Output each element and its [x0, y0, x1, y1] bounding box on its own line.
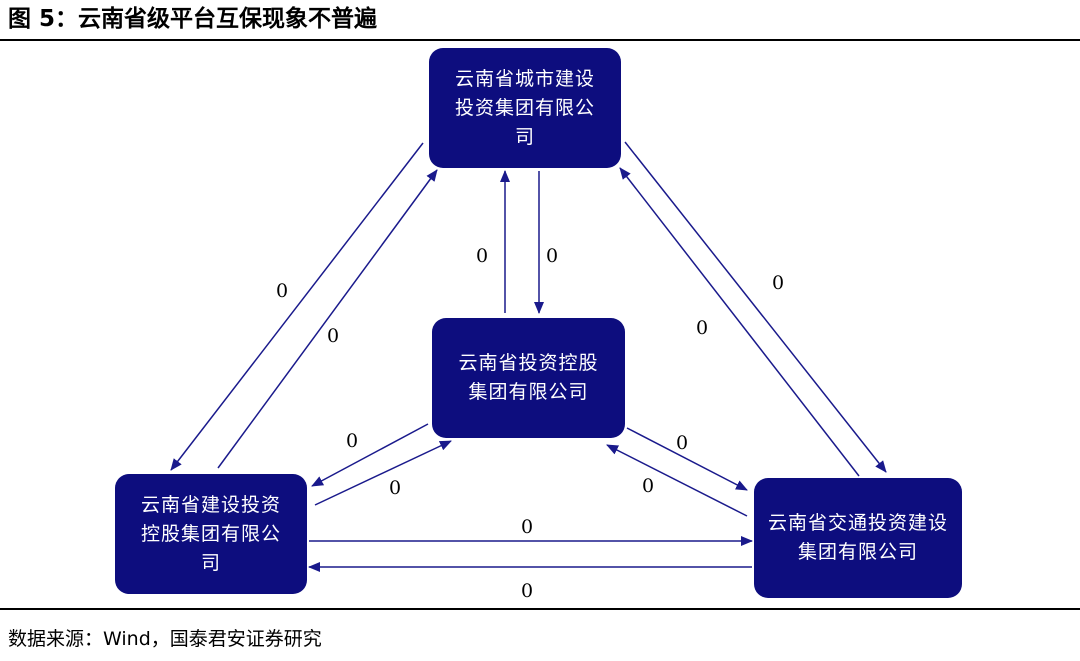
arrow-holding-to-construction: [311, 423, 429, 487]
node-construction-investment: 云南省建设投资控股集团有限公司: [115, 474, 307, 594]
edge-label-holding-to-construction: 0: [346, 430, 358, 452]
node-investment-holding: 云南省投资控股集团有限公司: [432, 318, 625, 438]
edge-label-holding-to-transport: 0: [676, 432, 688, 454]
arrow-transport-to-city: [619, 167, 860, 477]
arrow-transport-to-holding: [606, 444, 748, 517]
edge-label-city-to-transport: 0: [772, 272, 784, 294]
top-rule: [0, 39, 1080, 41]
bottom-rule: [0, 608, 1080, 610]
edge-label-transport-to-city: 0: [696, 317, 708, 339]
arrow-city-to-construction: [170, 142, 424, 471]
node-city-investment-label: 云南省城市建设投资集团有限公司: [454, 67, 595, 148]
node-construction-investment-label: 云南省建设投资控股集团有限公司: [140, 493, 281, 574]
edge-label-construction-to-transport: 0: [521, 516, 533, 538]
edge-label-construction-to-holding: 0: [389, 477, 401, 499]
node-investment-holding-label: 云南省投资控股集团有限公司: [458, 352, 599, 403]
node-transport-investment: 云南省交通投资建设集团有限公司: [754, 478, 962, 598]
edge-label-transport-to-construction: 0: [521, 580, 533, 602]
arrow-holding-to-transport: [626, 427, 748, 491]
edge-label-construction-to-city: 0: [327, 325, 339, 347]
source-note: 数据来源：Wind，国泰君安证券研究: [8, 628, 322, 650]
edge-label-transport-to-holding: 0: [642, 475, 654, 497]
arrow-construction-to-city: [217, 169, 438, 469]
arrow-city-to-transport: [624, 141, 887, 473]
node-transport-investment-label: 云南省交通投资建设集团有限公司: [768, 512, 949, 563]
edge-label-holding-to-city: 0: [476, 245, 488, 267]
node-city-investment: 云南省城市建设投资集团有限公司: [429, 48, 621, 168]
edge-label-city-to-construction: 0: [276, 280, 288, 302]
edge-label-city-to-holding: 0: [546, 245, 558, 267]
arrow-construction-to-holding: [314, 440, 452, 506]
figure-title: 图 5：云南省级平台互保现象不普遍: [8, 6, 378, 32]
